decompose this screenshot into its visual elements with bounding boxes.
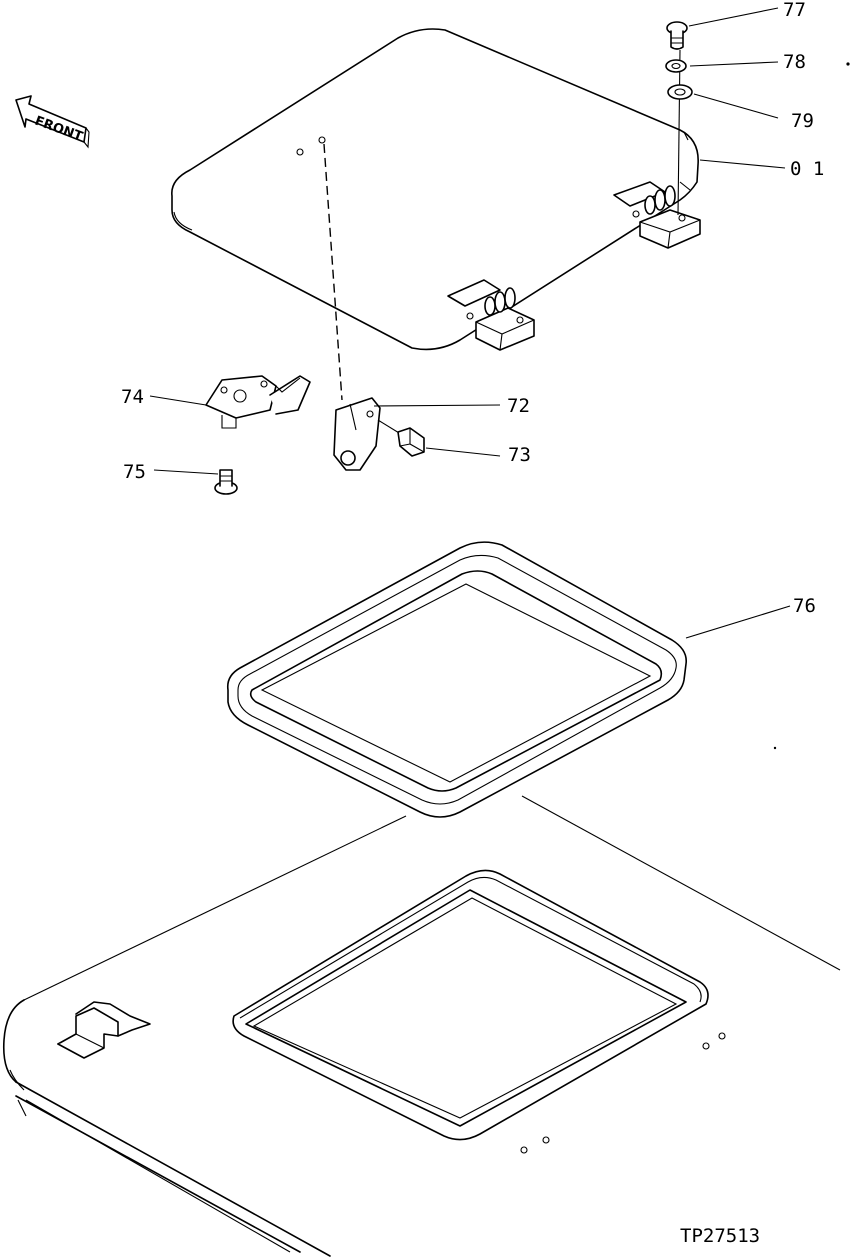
callout-78: 78 <box>783 51 806 73</box>
bracket-74 <box>205 375 311 429</box>
bolt-77 <box>666 21 688 50</box>
leader-lines <box>149 7 791 639</box>
callout-74: 74 <box>121 386 144 408</box>
hinge-front <box>447 279 535 351</box>
drawing-code: TP27513 <box>680 1225 760 1247</box>
washer-79 <box>667 84 693 100</box>
hatch-cover <box>171 28 699 351</box>
seal-frame-76 <box>226 541 688 818</box>
lock-washer-78 <box>665 59 687 73</box>
callouts: 77 78 79 0 1 72 73 74 75 76 <box>121 0 824 617</box>
front-arrow-indicator: FRONT <box>15 95 90 149</box>
hinge-rear <box>613 181 701 249</box>
callout-76: 76 <box>793 595 816 617</box>
stay-bracket-72 <box>333 397 381 471</box>
callout-73: 73 <box>508 444 531 466</box>
stray-dot <box>846 62 850 66</box>
assembly-line <box>323 143 343 401</box>
cover-hole <box>296 148 304 156</box>
callout-72: 72 <box>507 395 530 417</box>
front-label: FRONT <box>33 114 85 145</box>
cover-hole <box>318 136 326 144</box>
callout-79: 79 <box>791 110 814 132</box>
stray-dot <box>773 746 777 750</box>
mounting-panel <box>2 795 841 1257</box>
callout-75: 75 <box>123 461 146 483</box>
callout-77: 77 <box>783 0 806 21</box>
bolt-73 <box>377 419 425 457</box>
screw-75 <box>214 469 238 495</box>
assembly-line-fastener <box>677 49 681 216</box>
callout-01: 0 1 <box>790 158 824 180</box>
